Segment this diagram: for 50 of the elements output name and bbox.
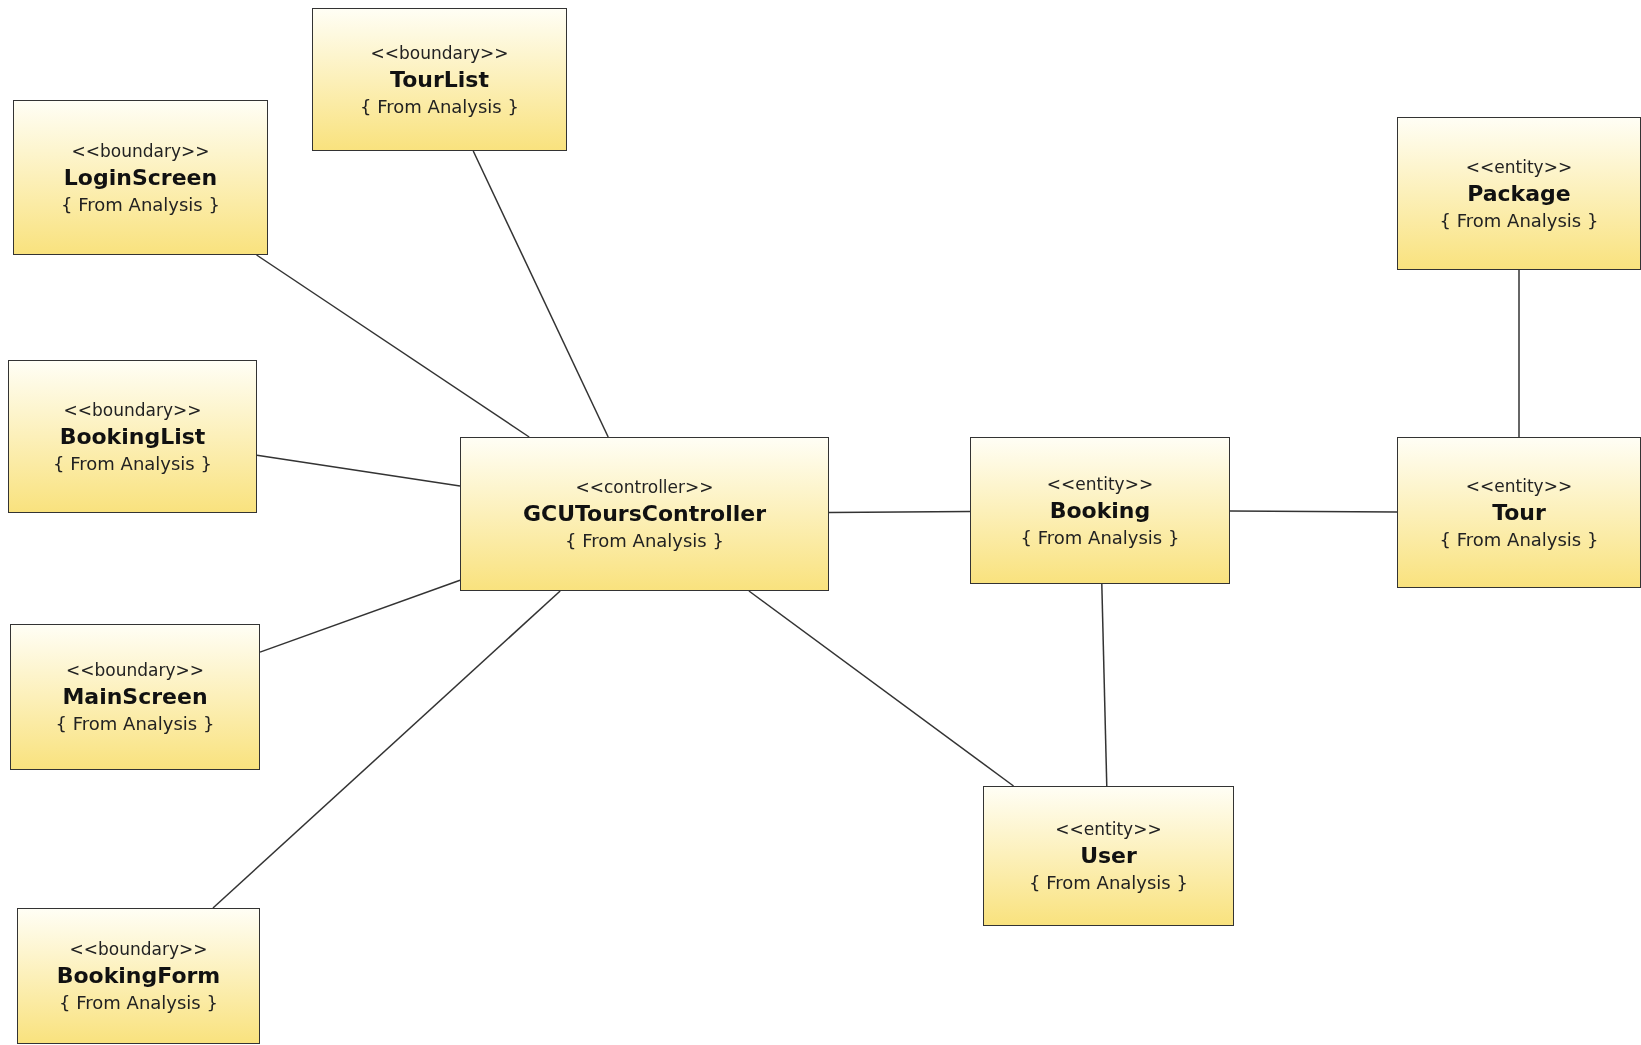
stereotype-label: <<boundary>>	[63, 399, 202, 420]
association-line	[828, 510, 971, 514]
stereotype-label: <<boundary>>	[71, 140, 210, 161]
tagged-value-label: { From Analysis }	[1029, 872, 1188, 893]
class-name: BookingForm	[56, 963, 221, 988]
stereotype-label: <<entity>>	[1465, 156, 1573, 177]
tagged-value-label: { From Analysis }	[59, 992, 218, 1013]
association-line	[748, 590, 1015, 787]
class-box	[8, 360, 257, 513]
stereotype-label: <<boundary>>	[370, 42, 509, 63]
class-box	[970, 437, 1230, 584]
association-line	[1229, 510, 1398, 513]
class-box	[1397, 117, 1641, 270]
class-name: BookingList	[59, 423, 206, 449]
association-line	[1101, 583, 1108, 787]
stereotype-label: <<entity>>	[1465, 475, 1573, 496]
class-name: Booking	[1049, 497, 1151, 523]
tagged-value-label: { From Analysis }	[1439, 528, 1599, 550]
association-line	[472, 150, 609, 438]
association-line	[259, 579, 461, 653]
class-box	[312, 8, 567, 151]
class-name: GCUToursController	[522, 501, 767, 526]
class-name: Tour	[1492, 499, 1546, 525]
tagged-value-label: { From Analysis }	[1020, 526, 1180, 548]
tagged-value-label: { From Analysis }	[1439, 209, 1599, 231]
tagged-value-label: { From Analysis }	[55, 713, 215, 734]
stereotype-label: <<entity>>	[1055, 819, 1162, 839]
class-box	[13, 100, 268, 255]
association-line	[1518, 269, 1520, 438]
class-name: TourList	[390, 66, 489, 92]
class-name: Package	[1467, 180, 1571, 206]
class-name: LoginScreen	[63, 164, 218, 190]
class-box	[983, 786, 1234, 926]
tagged-value-label: { From Analysis }	[61, 193, 220, 215]
class-name: MainScreen	[62, 684, 208, 709]
association-line	[212, 590, 561, 909]
class-box	[10, 624, 260, 770]
association-line	[255, 254, 530, 438]
stereotype-label: <<controller>>	[575, 477, 714, 497]
class-box	[460, 437, 829, 591]
class-box	[17, 908, 260, 1044]
stereotype-label: <<boundary>>	[66, 660, 204, 680]
tagged-value-label: { From Analysis }	[360, 95, 519, 117]
tagged-value-label: { From Analysis }	[53, 452, 212, 474]
tagged-value-label: { From Analysis }	[565, 530, 724, 551]
class-box	[1397, 437, 1641, 588]
association-line	[256, 454, 461, 487]
stereotype-label: <<entity>>	[1046, 473, 1154, 494]
stereotype-label: <<boundary>>	[69, 939, 208, 959]
class-name: User	[1080, 843, 1137, 868]
